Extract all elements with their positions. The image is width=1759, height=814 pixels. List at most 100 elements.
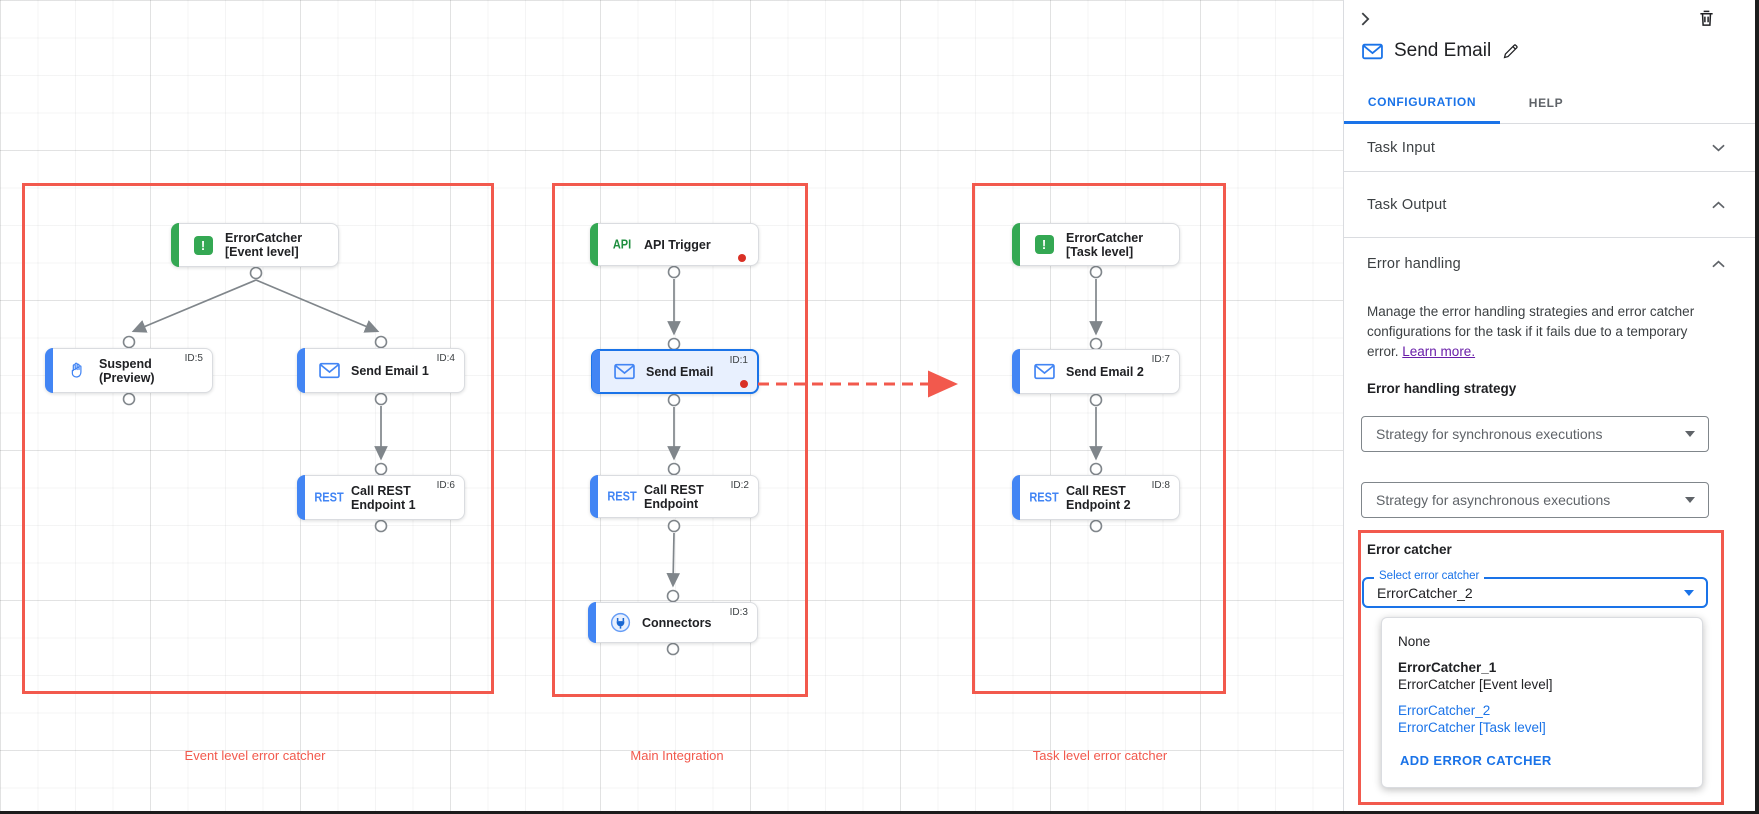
node-accent-bar [590, 223, 598, 266]
annotation-box-main-integration [552, 183, 808, 697]
node-api-trigger[interactable]: API API Trigger [590, 223, 759, 266]
node-suspend[interactable]: Suspend(Preview) ID:5 [45, 348, 213, 393]
menu-item-subtitle: ErrorCatcher [Task level] [1398, 720, 1546, 735]
chevron-up-icon [1712, 201, 1725, 209]
select-placeholder: Strategy for synchronous executions [1376, 426, 1603, 442]
page-title: Send Email [1394, 40, 1492, 61]
collapse-panel-button[interactable] [1354, 8, 1376, 30]
integration-canvas[interactable]: Event level error catcher Main Integrati… [0, 0, 1343, 814]
hand-icon [61, 361, 93, 380]
section-error-handling[interactable]: Error handling [1344, 238, 1759, 290]
error-catcher-icon: ! [1028, 235, 1060, 254]
mail-icon [313, 362, 345, 379]
chevron-up-icon [1712, 260, 1725, 268]
node-label-line2: Endpoint [644, 496, 699, 511]
rest-icon: REST [1029, 490, 1059, 505]
node-connectors[interactable]: Connectors ID:3 [588, 602, 758, 643]
node-id: ID:1 [729, 355, 748, 366]
async-strategy-select[interactable]: Strategy for asynchronous executions [1361, 482, 1709, 518]
delete-task-button[interactable] [1696, 8, 1717, 29]
node-send-email-1[interactable]: Send Email 1 ID:4 [297, 348, 465, 393]
select-floating-label: Select error catcher [1374, 570, 1485, 582]
node-id: ID:2 [730, 480, 749, 491]
node-accent-bar [45, 348, 53, 393]
node-accent-bar [171, 223, 179, 267]
trash-icon [1700, 10, 1713, 26]
panel-tabs: CONFIGURATION HELP [1344, 82, 1759, 124]
node-label: Suspend [99, 356, 152, 371]
node-accent-bar [592, 350, 600, 393]
error-catcher-label: Error catcher [1367, 542, 1452, 557]
node-send-email-selected[interactable]: Send Email ID:1 [591, 349, 759, 394]
node-errorcatcher-event-level[interactable]: ! ErrorCatcher[Event level] [171, 223, 339, 267]
node-id: ID:6 [436, 480, 455, 491]
node-label: Call REST [351, 483, 411, 498]
node-label-line2: Endpoint 1 [351, 497, 416, 512]
section-label: Task Input [1367, 139, 1436, 156]
node-id: ID:7 [1151, 354, 1170, 365]
window-right-edge [1755, 0, 1759, 814]
task-config-panel: Send Email CONFIGURATION HELP Task Input… [1343, 0, 1759, 814]
error-handling-description: Manage the error handling strategies and… [1367, 302, 1721, 362]
node-label: Send Email [646, 364, 714, 379]
annotation-box-event-level [22, 183, 494, 694]
menu-item-errorcatcher-2[interactable]: ErrorCatcher_2 ErrorCatcher [Task level] [1382, 695, 1702, 738]
edit-name-button[interactable] [1502, 43, 1519, 60]
node-id: ID:5 [184, 353, 203, 364]
chevron-down-icon [1712, 144, 1725, 152]
node-label: API Trigger [644, 237, 711, 252]
node-label: ErrorCatcher [1066, 230, 1144, 245]
add-error-catcher-button[interactable]: ADD ERROR CATCHER [1400, 753, 1552, 768]
node-label-line2: [Event level] [225, 245, 299, 259]
group-label-main-integration: Main Integration [630, 748, 724, 763]
node-label-line2: [Task level] [1066, 244, 1134, 259]
description-text: Manage the error handling strategies and… [1367, 304, 1695, 359]
node-label: ErrorCatcher [225, 231, 303, 245]
node-label: Call REST [1066, 483, 1126, 498]
node-accent-bar [1012, 349, 1020, 394]
error-handling-strategy-label: Error handling strategy [1367, 381, 1517, 396]
select-placeholder: Strategy for asynchronous executions [1376, 492, 1611, 508]
dropdown-arrow-icon [1685, 431, 1695, 437]
section-label: Error handling [1367, 256, 1461, 272]
tab-help[interactable]: HELP [1528, 96, 1564, 110]
node-accent-bar [1012, 475, 1020, 520]
node-errorcatcher-task-level[interactable]: ! ErrorCatcher[Task level] [1012, 223, 1180, 266]
section-task-output[interactable]: Task Output [1344, 172, 1759, 238]
node-label-line2: Endpoint 2 [1066, 497, 1131, 512]
node-label: Call REST [644, 482, 704, 497]
node-accent-bar [297, 348, 305, 393]
node-send-email-2[interactable]: Send Email 2 ID:7 [1012, 349, 1180, 394]
node-id: ID:4 [436, 353, 455, 364]
chevron-right-icon [1361, 12, 1370, 26]
menu-item-none[interactable]: None [1398, 634, 1431, 649]
node-id: ID:3 [729, 607, 748, 618]
mail-icon [1362, 43, 1383, 60]
tab-configuration[interactable]: CONFIGURATION [1344, 82, 1500, 124]
node-label-line2: (Preview) [99, 370, 155, 385]
menu-item-errorcatcher-1[interactable]: ErrorCatcher_1 ErrorCatcher [Event level… [1382, 652, 1702, 695]
node-label: Send Email 1 [351, 363, 429, 378]
node-accent-bar [590, 475, 598, 518]
node-label: Connectors [642, 615, 712, 630]
group-label-task-level: Task level error catcher [1032, 748, 1168, 763]
menu-item-title: ErrorCatcher_1 [1398, 660, 1497, 675]
mail-icon [608, 363, 640, 380]
window-bottom-edge [0, 811, 1759, 814]
node-id: ID:8 [1151, 480, 1170, 491]
annotation-box-task-level [972, 183, 1226, 694]
section-label: Task Output [1367, 196, 1447, 213]
error-catcher-select[interactable]: Select error catcher ErrorCatcher_2 [1362, 570, 1708, 608]
section-task-input[interactable]: Task Input [1344, 124, 1759, 172]
node-accent-bar [588, 602, 596, 643]
group-label-event-level: Event level error catcher [184, 748, 326, 763]
sync-strategy-select[interactable]: Strategy for synchronous executions [1361, 416, 1709, 452]
connectors-icon [604, 612, 636, 633]
learn-more-link[interactable]: Learn more. [1402, 344, 1476, 359]
rest-icon: REST [607, 489, 637, 504]
menu-item-title: ErrorCatcher_2 [1398, 703, 1491, 718]
